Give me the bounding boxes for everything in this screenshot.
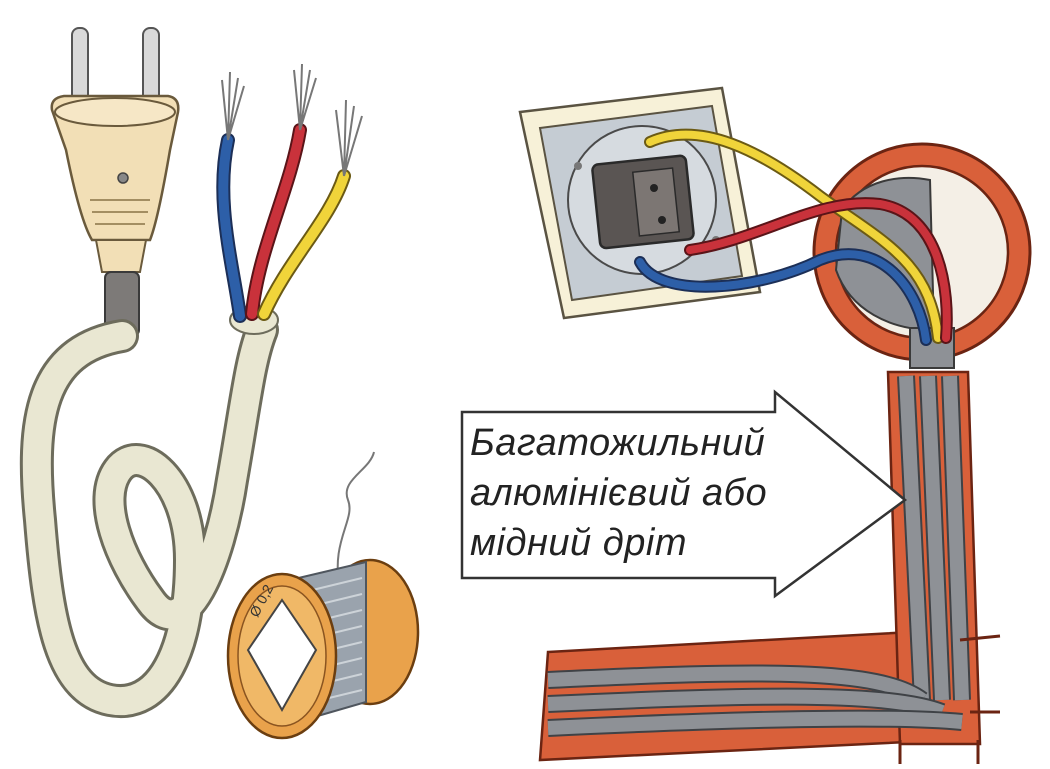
spool-icon — [226, 451, 420, 740]
socket-icon — [518, 86, 762, 320]
plug-icon — [19, 27, 279, 719]
arrow-icon — [460, 389, 908, 599]
socket-wires — [634, 128, 953, 346]
conduit — [538, 370, 1001, 764]
cable-wires — [216, 63, 363, 335]
arrow-label-line-3: мідний дріт — [470, 522, 687, 564]
arrow-label-line-2: алюмінієвий або — [470, 472, 768, 514]
arrow-label: Багатожильний алюмінієвий або мідний дрі… — [470, 418, 850, 568]
arrow-label-line-1: Багатожильний — [470, 422, 766, 464]
